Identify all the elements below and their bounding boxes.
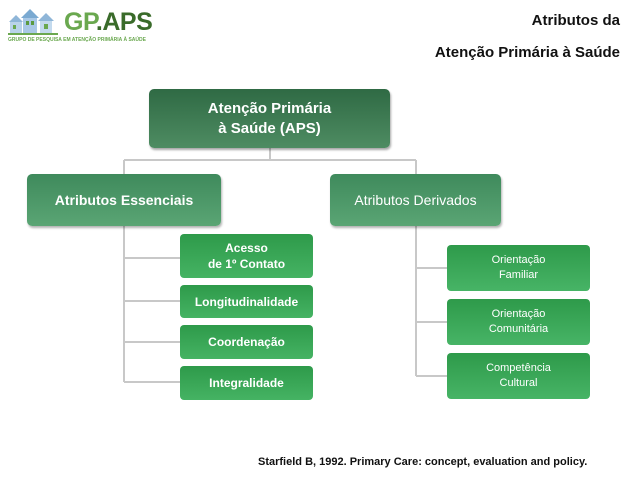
root-label-line2: à Saúde (APS) <box>218 119 321 137</box>
houses-icon <box>8 9 58 35</box>
derived-item-family: Orientação Familiar <box>447 245 590 291</box>
essential-item-coordination: Coordenação <box>180 325 313 359</box>
logo-subtitle: GRUPO DE PESQUISA EM ATENÇÃO PRIMÁRIA À … <box>8 37 146 43</box>
derived-item-cultural: Competência Cultural <box>447 353 590 399</box>
item-label-line2: Cultural <box>499 377 538 389</box>
essential-attributes-node: Atributos Essenciais <box>27 174 221 226</box>
item-label-line1: Acesso <box>225 241 268 255</box>
essential-item-longitudinality: Longitudinalidade <box>180 285 313 318</box>
logo-title: GP.APS <box>64 8 153 36</box>
root-label-line1: Atenção Primária <box>207 99 332 117</box>
item-label-line2: Familiar <box>498 269 539 281</box>
item-label-line2: Comunitária <box>488 323 549 335</box>
page-title-line2: Atenção Primária à Saúde <box>434 44 620 61</box>
item-label-line2: de 1º Contato <box>207 257 286 271</box>
item-label-line1: Orientação <box>491 254 546 266</box>
page-title-line1: Atributos da <box>531 12 620 29</box>
logo: GP.APS GRUPO DE PESQUISA EM ATENÇÃO PRIM… <box>8 6 153 46</box>
essential-item-integrality: Integralidade <box>180 366 313 400</box>
derived-item-community: Orientação Comunitária <box>447 299 590 345</box>
item-label-line1: Competência <box>486 362 551 374</box>
root-node: Atenção Primária à Saúde (APS) <box>149 89 390 148</box>
derived-attributes-node: Atributos Derivados <box>330 174 501 226</box>
essential-item-access: Acesso de 1º Contato <box>180 234 313 278</box>
item-label-line1: Orientação <box>491 308 546 320</box>
citation: Starfield B, 1992. Primary Care: concept… <box>258 456 588 468</box>
